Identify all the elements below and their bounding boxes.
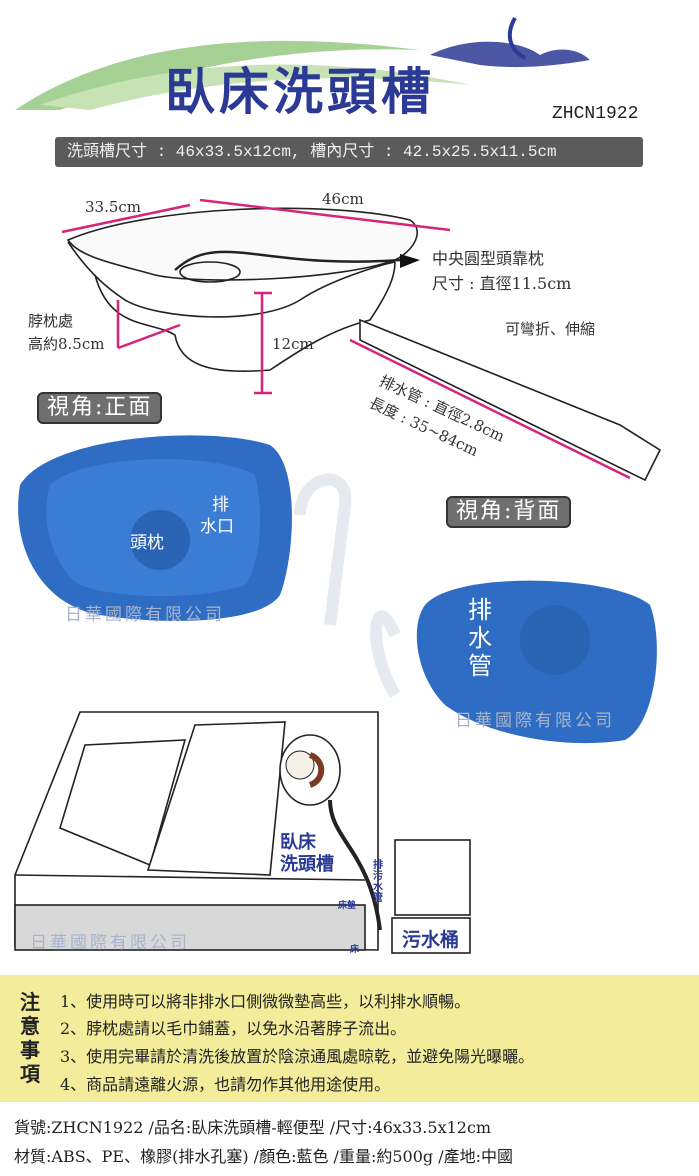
front-drain-label-1: 排 xyxy=(212,495,229,515)
notes-heading: 注意事項 xyxy=(20,990,40,1086)
notes-panel xyxy=(0,975,699,1102)
pillow-label: 中央圓型頭靠枕 xyxy=(432,249,545,268)
note-item: 1、使用時可以將非排水口側微微墊高些，以利排水順暢。 xyxy=(60,992,471,1011)
watermark-bed: 日華國際有限公司 xyxy=(30,933,190,953)
header-swoosh-decoration xyxy=(15,16,590,110)
mattress-label: 床墊 xyxy=(338,901,357,911)
front-view-basin-photo xyxy=(18,435,352,626)
length-dimension-label: 46cm xyxy=(322,190,364,208)
watermark-front: 日華國際有限公司 xyxy=(65,605,225,625)
bed-usage-illustration xyxy=(14,711,471,954)
pillow-size-label: 尺寸 : 直徑11.5cm xyxy=(432,274,572,293)
bed-label: 床 xyxy=(350,945,360,955)
width-dimension-label: 33.5cm xyxy=(85,198,142,216)
back-drain-label-2: 水 xyxy=(468,624,492,652)
front-view-label: 視角:正面 xyxy=(37,392,163,424)
back-view-basin-photo xyxy=(370,580,657,744)
front-pillow-label: 頭枕 xyxy=(130,533,164,553)
bed-basin-label-2: 洗頭槽 xyxy=(280,854,334,875)
watermark-back: 日華國際有限公司 xyxy=(455,711,615,731)
bucket-label: 污水桶 xyxy=(402,929,460,951)
neck-rest-label: 脖枕處 xyxy=(28,312,74,330)
bed-basin-label-1: 臥床 xyxy=(280,832,316,853)
note-item: 3、使用完畢請於清洗後放置於陰涼通風處晾乾，並避免陽光曝曬。 xyxy=(60,1047,535,1066)
note-item: 4、商品請遠離火源，也請勿作其他用途使用。 xyxy=(60,1075,391,1094)
back-view-label: 視角:背面 xyxy=(446,496,572,528)
size-bar: 洗頭槽尺寸 : 46x33.5x12cm, 槽內尺寸 : 42.5x25.5x1… xyxy=(55,137,643,167)
neck-rest-height-label: 高約8.5cm xyxy=(28,335,105,353)
drain-hose-label: 排污水管 xyxy=(373,860,383,904)
page-title: 臥床洗頭槽 xyxy=(165,62,435,121)
basin-line-drawing xyxy=(61,198,662,482)
back-drain-label-3: 管 xyxy=(468,652,492,680)
note-item: 2、脖枕處請以毛巾鋪蓋，以免水沿著脖子流出。 xyxy=(60,1019,407,1038)
spec-line-2: 材質:ABS、PE、橡膠(排水孔塞) /顏色:藍色 /重量:約500g /產地:… xyxy=(14,1147,513,1166)
height-dimension-label: 12cm xyxy=(272,335,314,353)
back-drain-label-1: 排 xyxy=(468,596,492,624)
spec-line-1: 貨號:ZHCN1922 /品名:臥床洗頭槽-輕便型 /尺寸:46x33.5x12… xyxy=(14,1118,492,1137)
hose-flex-label: 可彎折、伸縮 xyxy=(505,320,596,338)
product-code: ZHCN1922 xyxy=(552,104,639,124)
front-drain-label-2: 水口 xyxy=(200,517,234,537)
